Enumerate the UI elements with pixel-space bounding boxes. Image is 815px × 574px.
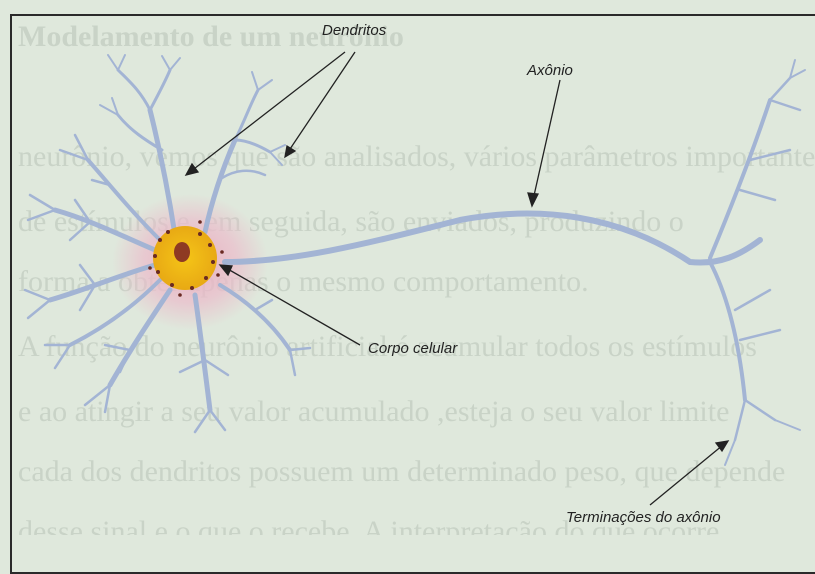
cell-body-label: Corpo celular <box>368 340 457 357</box>
axon <box>225 214 760 263</box>
axon-terminals-label: Terminações do axônio <box>566 509 721 526</box>
dendrites-label: Dendritos <box>322 22 386 39</box>
pointer-arrows <box>186 52 728 505</box>
neuron-diagram <box>0 0 815 535</box>
axon-terminals <box>710 60 805 465</box>
nucleolus <box>174 242 190 262</box>
axon-label: Axônio <box>527 62 573 79</box>
